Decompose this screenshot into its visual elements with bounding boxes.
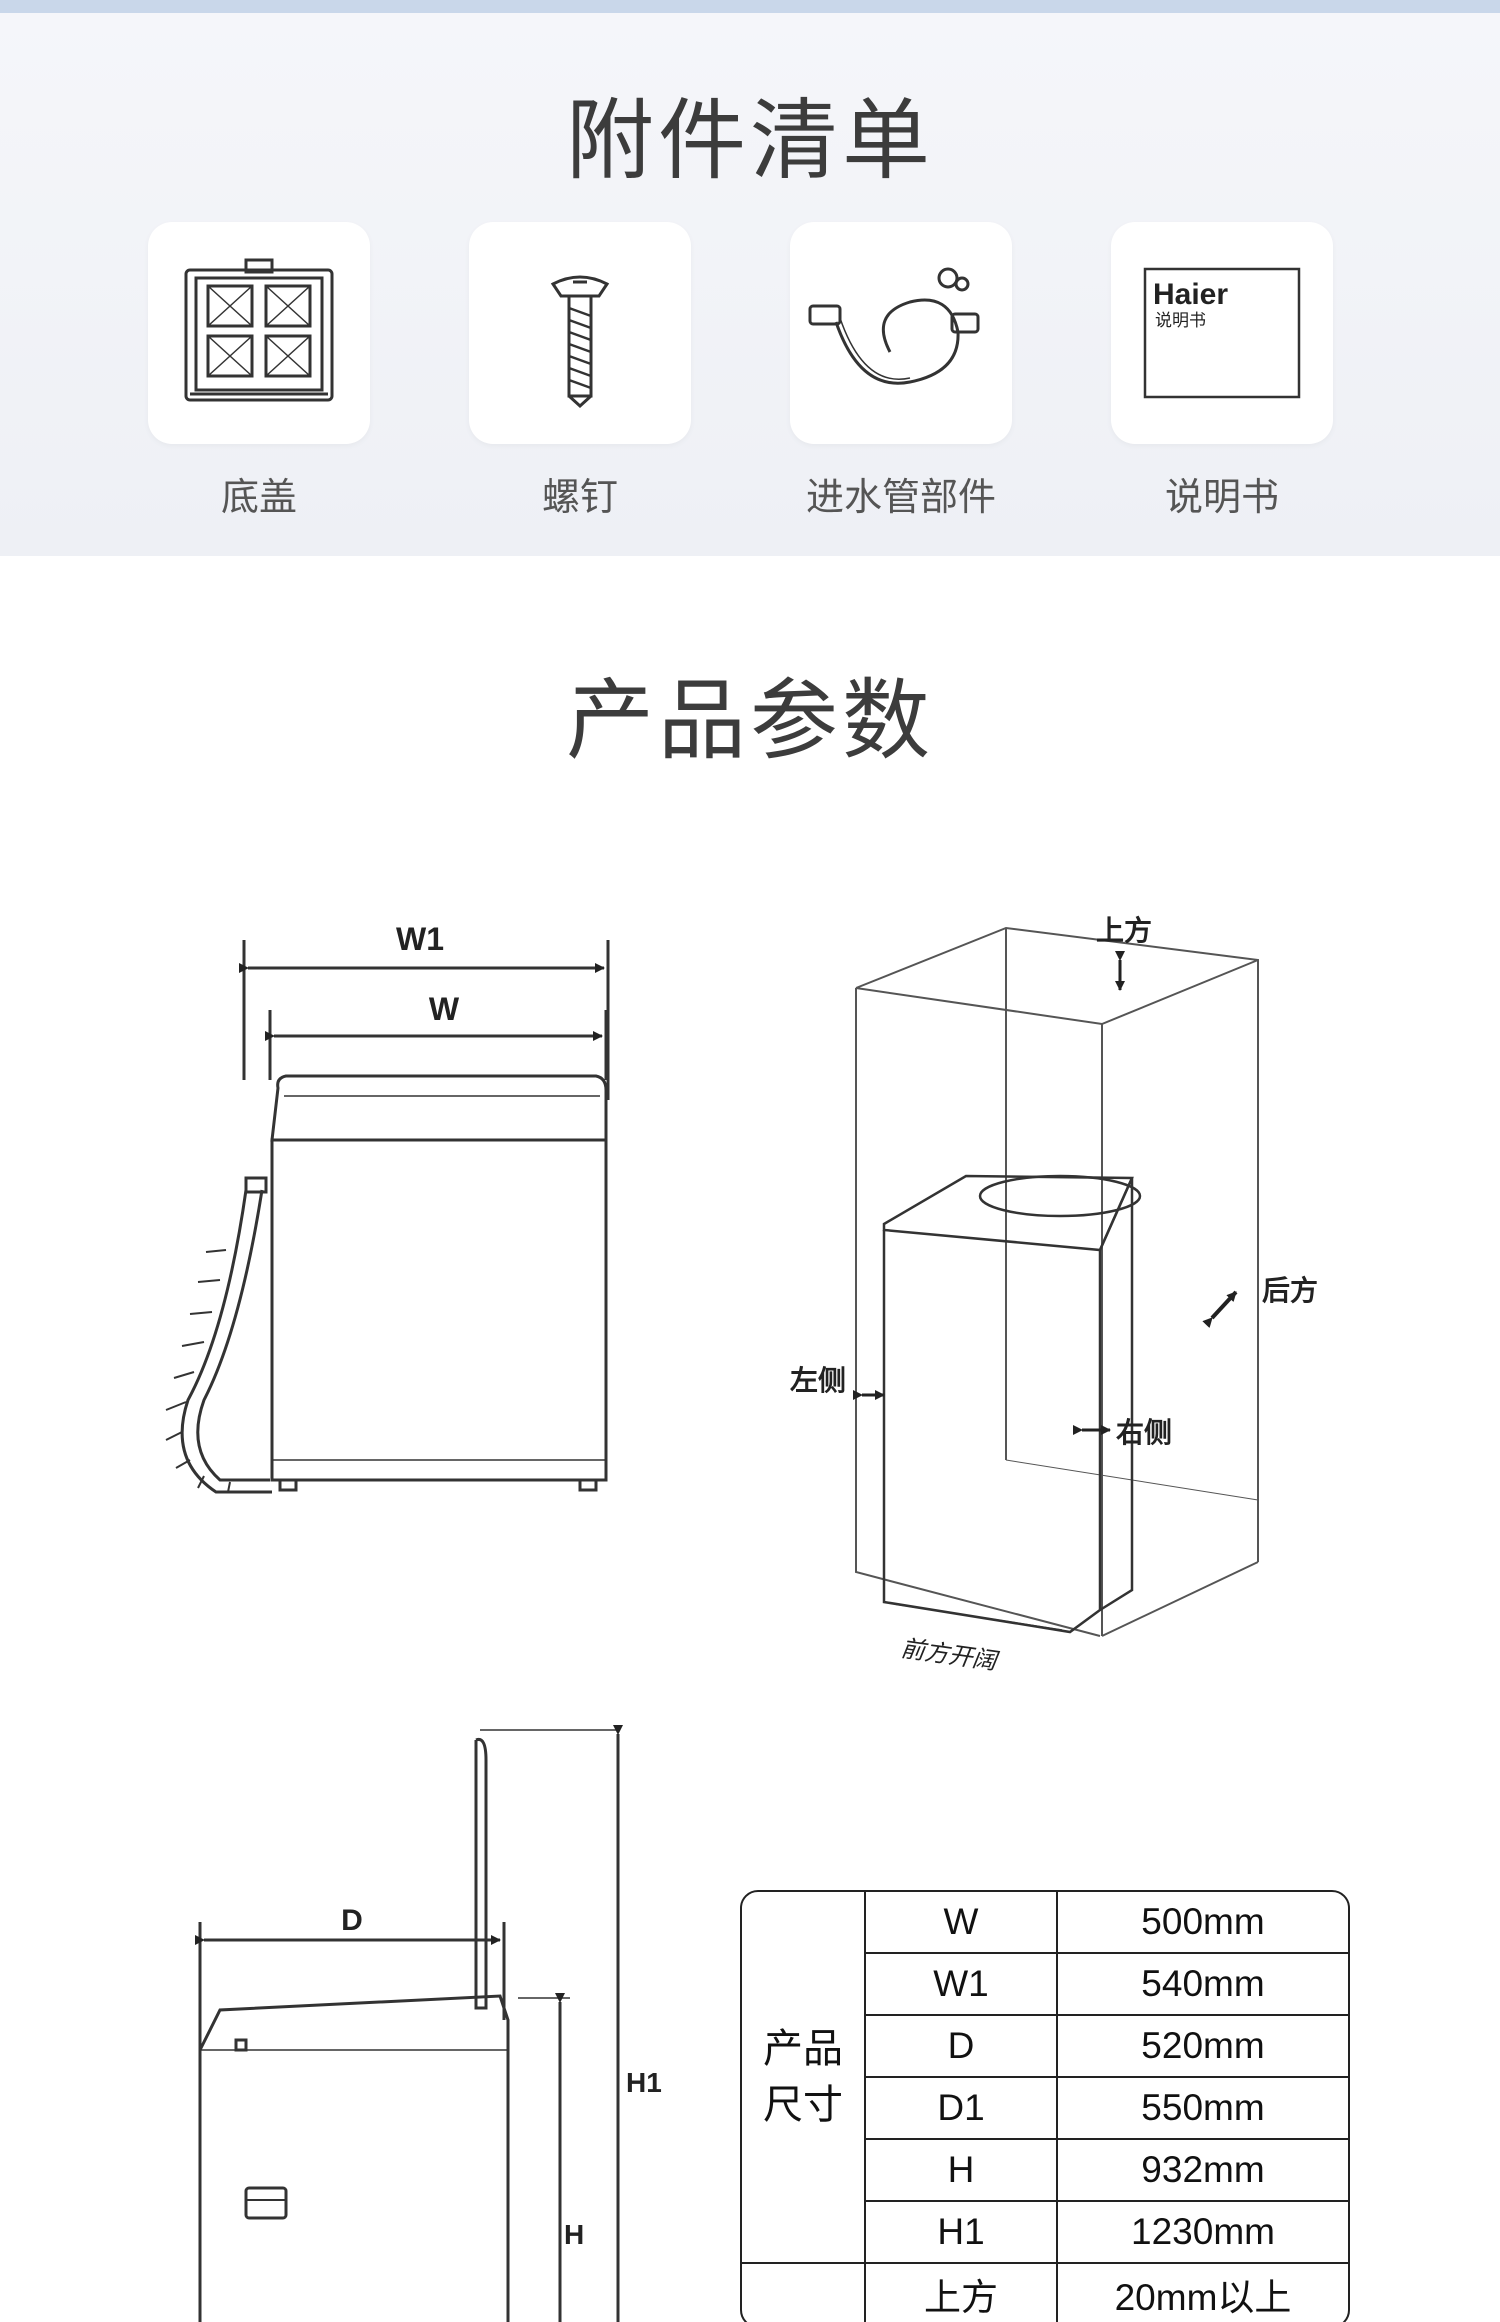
base-cover-icon [184,258,334,402]
table-row: D 520mm [742,2016,1348,2078]
label-h: H [564,2219,584,2250]
accessory-label-base-cover: 底盖 [220,475,297,519]
spec-value: 540mm [1058,1954,1348,2016]
spec-key: H [866,2140,1058,2202]
clearance-washer [882,1174,1142,1634]
spec-key: D [866,2016,1058,2078]
accessory-label-manual: 说明书 [1164,475,1279,519]
inlet-hose-icon [808,267,980,385]
spec-group-clearance [742,2264,866,2322]
spec-table: 产品尺寸 W 500mm W1 540mm D 520mm D1 550mm H… [740,1890,1350,2322]
accessories-title: 附件清单 [565,89,934,192]
label-left: 左侧 [790,1364,846,1397]
label-w: W [429,991,460,1027]
spec-key: 上方 [866,2264,1058,2322]
accessory-label-inlet-hose: 进水管部件 [805,475,996,519]
accessory-card-screw [469,222,691,444]
accessory-card-base-cover [148,222,370,444]
params-title: 产品参数 [565,669,934,772]
spec-table-wrap: 产品尺寸 W 500mm W1 540mm D 520mm D1 550mm H… [740,1890,1350,2322]
spec-value: 550mm [1058,2078,1348,2140]
label-d: D [341,1904,363,1937]
manual-icon: Haier 说明书 [1143,267,1301,399]
dimension-diagrams: W1 W 上方 后方 左侧 右侧 前方开阔 [165,914,1318,2322]
spec-value: 932mm [1058,2140,1348,2202]
spec-value: 1230mm [1058,2202,1348,2264]
spec-value: 500mm [1058,1892,1348,1954]
spec-key: W [866,1892,1058,1954]
manual-text: 说明书 [1155,311,1206,331]
table-row: W1 540mm [742,1954,1348,2016]
manual-brand: Haier [1153,278,1228,311]
table-row: 上方 20mm以上 [742,2264,1348,2322]
table-row: H1 1230mm [742,2202,1348,2264]
table-row: H 932mm [742,2140,1348,2202]
accessory-label-screw: 螺钉 [541,475,618,519]
table-row: D1 550mm [742,2078,1348,2140]
accessory-card-inlet-hose [790,222,1012,444]
top-strip [0,0,1500,13]
label-top: 上方 [1096,914,1152,947]
accessory-card-manual: Haier 说明书 [1111,222,1333,444]
label-h1: H1 [626,2067,662,2098]
spec-key: H1 [866,2202,1058,2264]
clearance-diagram [855,926,1259,1637]
spec-value: 520mm [1058,2016,1348,2078]
spec-value: 20mm以上 [1058,2264,1348,2322]
label-right: 右侧 [1116,1416,1172,1449]
spec-key: W1 [866,1954,1058,2016]
spec-group-size: 产品尺寸 [742,1892,866,2264]
label-back: 后方 [1262,1274,1318,1307]
label-w1: W1 [396,921,444,957]
screw-icon [550,275,610,409]
side-view-diagram [195,1725,623,2322]
label-front: 前方开阔 [899,1634,1001,1676]
spec-key: D1 [866,2078,1058,2140]
table-row: 产品尺寸 W 500mm [742,1892,1348,2264]
front-view-diagram [165,940,610,1494]
